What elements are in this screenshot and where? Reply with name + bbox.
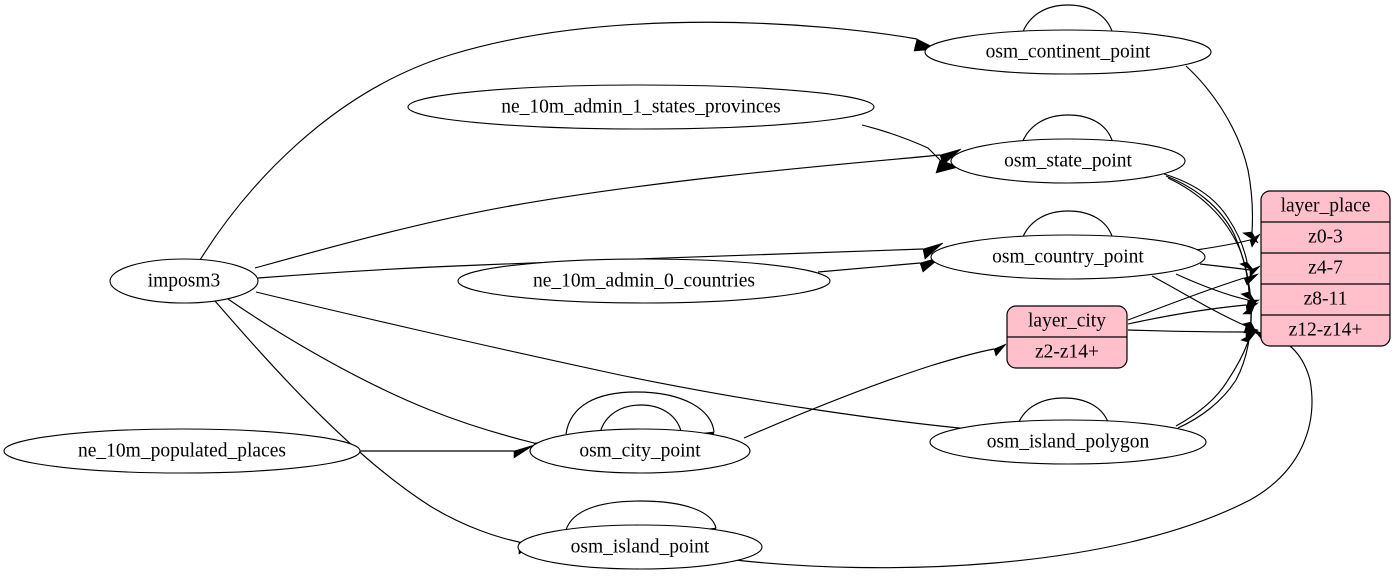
layer_city-header: layer_city — [1028, 310, 1106, 331]
edge-imposm3-to-osm_continent_point — [199, 21, 939, 261]
node-ne_10m_admin_0_countries[interactable]: ne_10m_admin_0_countries — [457, 258, 831, 304]
node-label-osm_city_point: osm_city_point — [579, 440, 701, 461]
edge-osm_country_point-to-layer_place-z0-3 — [1195, 233, 1261, 251]
node-osm_state_point[interactable]: osm_state_point — [950, 138, 1186, 184]
node-osm_continent_point[interactable]: osm_continent_point — [924, 29, 1212, 75]
edge-layer_city-to-layer_place-z8-11 — [1127, 302, 1260, 325]
edge-osm_island_polygon-to-layer_place-z12-z14+ — [1175, 331, 1257, 427]
node-label-osm_continent_point: osm_continent_point — [986, 41, 1151, 62]
node-label-ne_10m_populated_places: ne_10m_populated_places — [78, 440, 286, 461]
node-layer: imposm3 ne_10m_admin_1_states_provinces … — [3, 29, 1212, 570]
node-osm_country_point[interactable]: osm_country_point — [930, 234, 1206, 280]
layer_place-row-z12-z14plus[interactable]: z12-z14+ — [1289, 319, 1363, 340]
node-imposm3[interactable]: imposm3 — [109, 258, 259, 304]
node-osm_city_point[interactable]: osm_city_point — [529, 428, 751, 474]
layer_place-row-z8-11[interactable]: z8-11 — [1304, 288, 1348, 309]
node-label-imposm3: imposm3 — [148, 270, 221, 291]
edge-layer_city-to-layer_place-z12-z14+ — [1127, 329, 1259, 340]
layer_place-row-z0-3[interactable]: z0-3 — [1308, 226, 1343, 247]
edge-imposm3-to-osm_island_point — [214, 300, 541, 555]
node-label-osm_country_point: osm_country_point — [992, 246, 1144, 267]
node-osm_island_point[interactable]: osm_island_point — [517, 524, 763, 570]
node-osm_island_polygon[interactable]: osm_island_polygon — [929, 419, 1207, 465]
edge-ne_10m_populated_places-to-osm_city_point — [360, 444, 535, 459]
node-label-ne_10m_admin_1_states_provinces: ne_10m_admin_1_states_provinces — [501, 96, 780, 117]
edge-layer_city-to-layer_place-z4-7 — [1127, 273, 1260, 321]
edge-imposm3-to-osm_island_polygon — [255, 291, 1011, 444]
node-label-osm_island_point: osm_island_point — [571, 536, 710, 557]
edge-osm_country_point-to-layer_place-z4-7 — [1199, 263, 1261, 278]
layer-node-layer_city[interactable]: layer_city z2-z14+ — [1006, 305, 1128, 369]
node-label-ne_10m_admin_0_countries: ne_10m_admin_0_countries — [533, 270, 755, 291]
edge-osm_island_polygon-to-layer_place-z8-11 — [1177, 301, 1257, 429]
edge-osm_city_point-to-layer_city-z2-z14+ — [743, 343, 1007, 439]
edge-imposm3-to-osm_state_point — [254, 148, 962, 269]
layer-node-layer_place[interactable]: layer_place z0-3 z4-7 z8-11 z12-z14+ — [1260, 190, 1391, 347]
node-label-osm_island_polygon: osm_island_polygon — [987, 431, 1150, 452]
layer_place-row-z4-7[interactable]: z4-7 — [1308, 257, 1343, 278]
edge-imposm3-to-osm_city_point — [227, 298, 556, 456]
edge-osm_state_point-to-layer_place-z8-11 — [1165, 175, 1257, 304]
layer_city-row-z2-z14plus[interactable]: z2-z14+ — [1035, 341, 1099, 362]
edge-ne_10m_admin_1_states_provinces-to-osm_state_point — [861, 124, 961, 174]
node-ne_10m_populated_places[interactable]: ne_10m_populated_places — [3, 428, 361, 474]
edge-osm_continent_point-to-layer_place-z0-3 — [1185, 65, 1259, 244]
node-label-osm_state_point: osm_state_point — [1004, 150, 1132, 171]
node-ne_10m_admin_1_states_provinces[interactable]: ne_10m_admin_1_states_provinces — [407, 84, 875, 130]
layer_place-header: layer_place — [1281, 195, 1371, 216]
edge-ne_10m_admin_0_countries-to-osm_country_point — [817, 256, 942, 273]
